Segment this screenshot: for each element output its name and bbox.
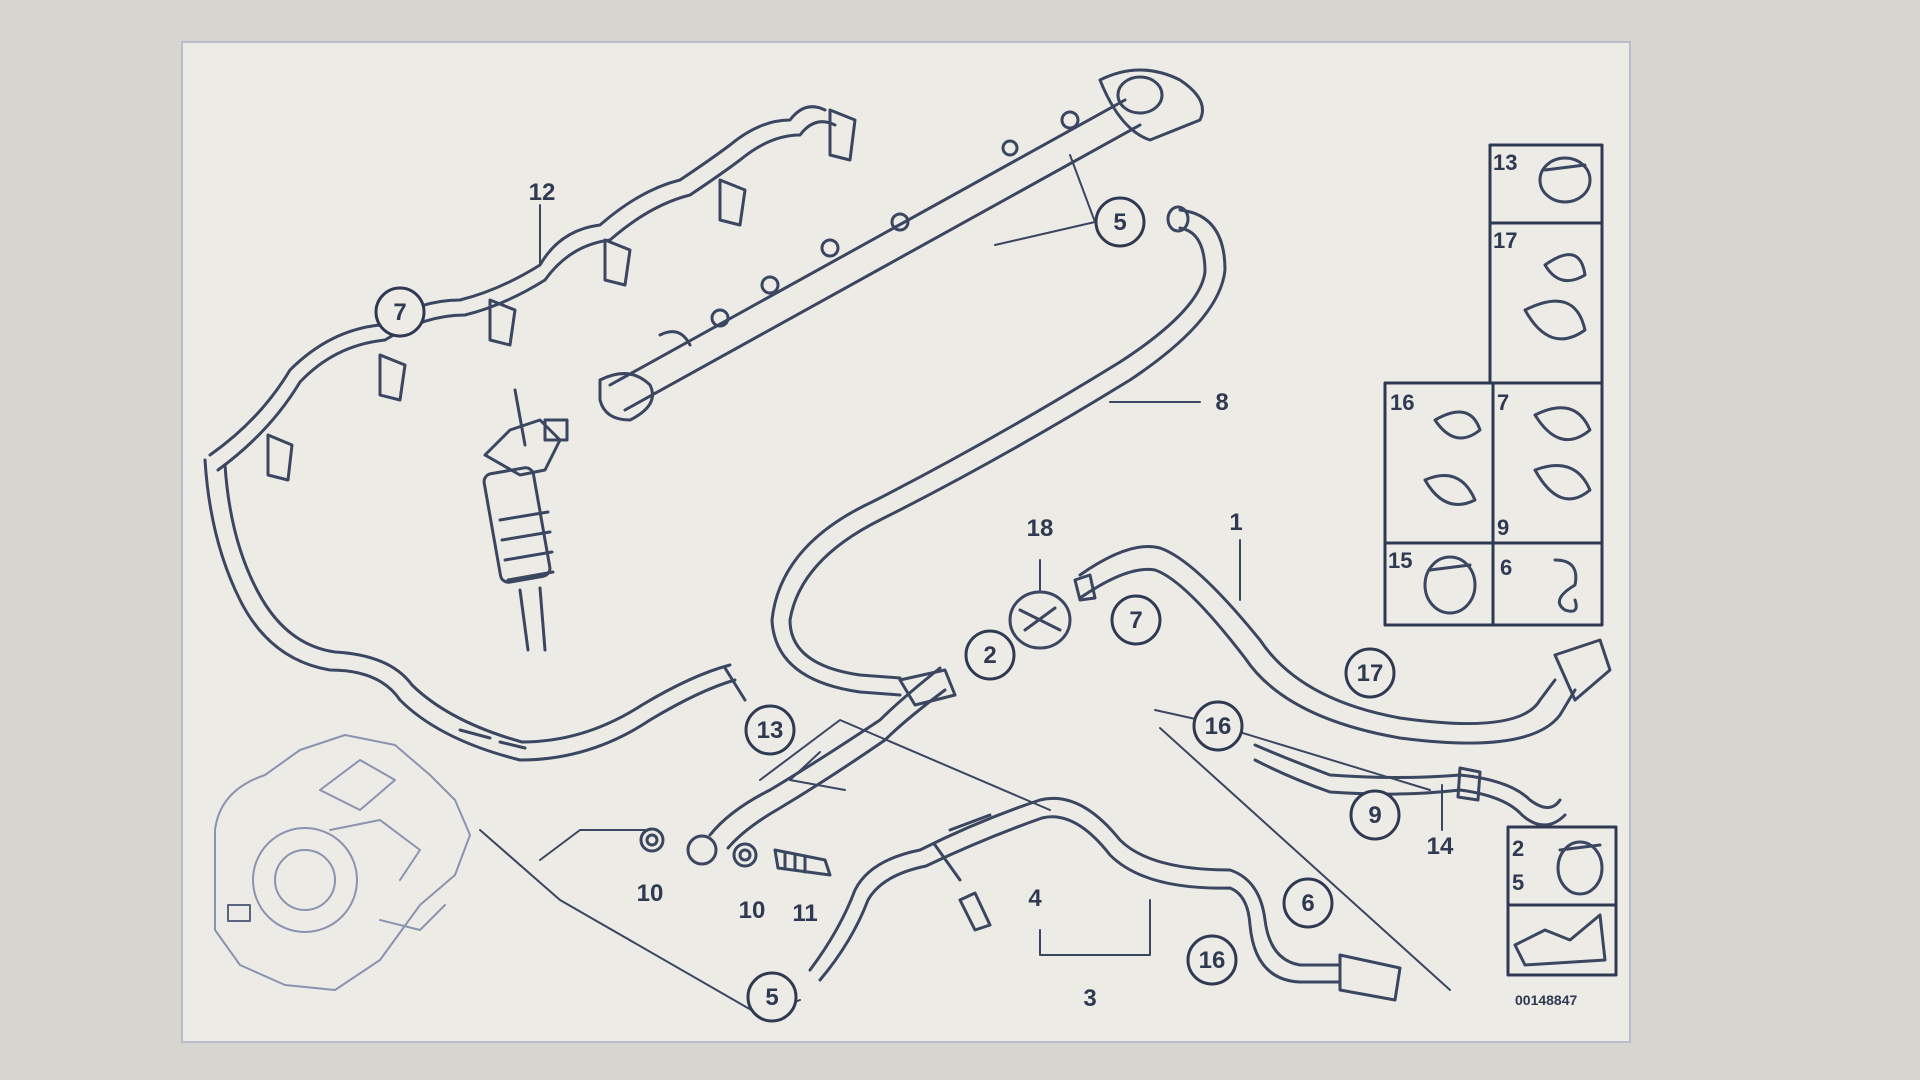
legend-clip-13[interactable] — [1538, 156, 1592, 204]
fuel-line-1[interactable] — [1073, 545, 1612, 745]
callout-circle-c5a — [1094, 196, 1146, 248]
legend-arrow-symbol — [1513, 913, 1607, 967]
callout-c7b[interactable]: 7 — [1129, 607, 1142, 634]
callout-c7a[interactable]: 7 — [393, 299, 406, 326]
callout-circle-c6 — [1282, 877, 1334, 929]
callout-c12[interactable]: 12 — [529, 179, 556, 206]
callout-c1[interactable]: 1 — [1229, 509, 1242, 536]
callout-c16a[interactable]: 16 — [1205, 713, 1232, 740]
callout-circle-c2 — [964, 629, 1016, 681]
legend-clip-7-9[interactable] — [1533, 406, 1592, 501]
callout-c6[interactable]: 6 — [1301, 890, 1314, 917]
legend-label-l2-0: 2 — [1512, 836, 1524, 861]
callout-c10a[interactable]: 10 — [637, 880, 664, 907]
fuel-line-3[interactable] — [808, 796, 1402, 1002]
callout-c8[interactable]: 8 — [1215, 389, 1228, 416]
callout-c18a[interactable]: 18 — [1027, 515, 1054, 542]
leak-off-line[interactable] — [208, 105, 857, 482]
grommet-18[interactable] — [1008, 590, 1072, 650]
callout-circle-c16b — [1186, 934, 1238, 986]
callout-c11[interactable]: 11 — [792, 900, 817, 927]
callout-circle-c5b — [746, 971, 798, 1023]
legend-clip-6[interactable] — [1553, 558, 1578, 613]
callout-c3[interactable]: 3 — [1083, 985, 1096, 1012]
callout-circle-c7b — [1110, 594, 1162, 646]
legend-clip-2-5[interactable] — [1556, 840, 1604, 896]
legend-label-l7-1: 9 — [1497, 515, 1509, 540]
high-pressure-pump[interactable] — [214, 734, 471, 991]
callout-c9[interactable]: 9 — [1368, 802, 1381, 829]
callout-circle-c9 — [1349, 789, 1401, 841]
callout-c5a[interactable]: 5 — [1113, 209, 1126, 236]
parts-legend-grid — [1383, 143, 1618, 977]
doc-number: 00148847 — [1515, 992, 1578, 1008]
fuel-line-lower[interactable] — [708, 666, 957, 850]
legend-label-l17-0: 17 — [1493, 228, 1517, 253]
fuel-line-8[interactable] — [770, 205, 1227, 697]
fuel-rail[interactable] — [598, 68, 1204, 422]
callout-circle-c16a — [1192, 700, 1244, 752]
bolt-11[interactable] — [773, 848, 832, 877]
banjo-fitting[interactable] — [686, 834, 718, 866]
callout-c10b[interactable]: 10 — [739, 897, 766, 924]
legend-label-l2-1: 5 — [1512, 870, 1524, 895]
fuel-line-14[interactable] — [1253, 743, 1567, 827]
callout-circle-c13 — [744, 704, 796, 756]
injector[interactable] — [482, 388, 569, 652]
callout-c4[interactable]: 4 — [1028, 885, 1042, 912]
washer-10-left[interactable] — [639, 827, 665, 853]
legend-label-l15-0: 15 — [1388, 548, 1412, 573]
legend-label-l13-0: 13 — [1493, 150, 1517, 175]
callout-circle-c7a — [374, 286, 426, 338]
callout-c16b[interactable]: 16 — [1199, 947, 1226, 974]
legend-clip-15[interactable] — [1423, 555, 1477, 615]
legend-clip-16[interactable] — [1423, 410, 1482, 506]
callout-c5b[interactable]: 5 — [765, 984, 778, 1011]
callout-c14[interactable]: 14 — [1427, 833, 1454, 860]
washer-10-right[interactable] — [732, 842, 758, 868]
legend-label-l6-0: 6 — [1500, 555, 1512, 580]
callout-c17[interactable]: 17 — [1357, 660, 1384, 687]
legend-labels: 13 17 16 7 9 15 6 2 5 — [1388, 150, 1524, 895]
callout-c2[interactable]: 2 — [983, 642, 996, 669]
legend-label-l16-0: 16 — [1390, 390, 1414, 415]
legend-label-l7-0: 7 — [1497, 390, 1509, 415]
return-line-left[interactable] — [203, 458, 747, 762]
callout-c13[interactable]: 13 — [757, 717, 784, 744]
callout-circle-c17 — [1344, 647, 1396, 699]
legend-clip-17[interactable] — [1523, 253, 1587, 341]
